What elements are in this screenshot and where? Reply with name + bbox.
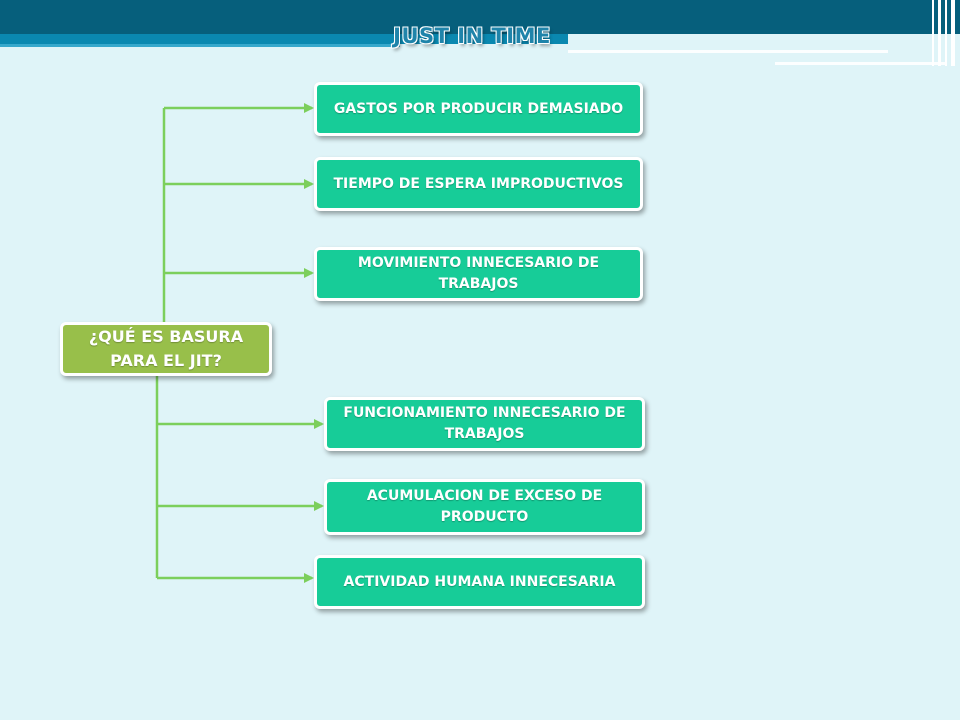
leaf-node-label: ACTIVIDAD HUMANA INNECESARIA — [343, 573, 616, 590]
decorative-rule — [775, 62, 945, 65]
leaf-node-label: MOVIMIENTO INNECESARIO DE TRABAJOS — [357, 255, 600, 292]
leaf-node-actividad: ACTIVIDAD HUMANA INNECESARIA — [314, 555, 645, 609]
decorative-rule — [568, 50, 888, 53]
leaf-node-acumulacion: ACUMULACION DE EXCESO DE PRODUCTO — [324, 479, 645, 535]
leaf-node-label: GASTOS POR PRODUCIR DEMASIADO — [333, 100, 624, 117]
leaf-node-label: FUNCIONAMIENTO INNECESARIO DE TRABAJOS — [343, 405, 626, 442]
leaf-node-label: TIEMPO DE ESPERA IMPRODUCTIVOS — [333, 175, 624, 192]
page-title: JUST IN TIME — [393, 24, 551, 48]
header-stripe — [0, 34, 568, 44]
root-node-label: ¿QUÉ ES BASURA PARA EL JIT? — [88, 327, 244, 370]
decorative-bars — [928, 0, 960, 66]
leaf-node-funcionamiento: FUNCIONAMIENTO INNECESARIO DE TRABAJOS — [324, 397, 645, 451]
root-node: ¿QUÉ ES BASURA PARA EL JIT? — [60, 322, 272, 376]
leaf-node-tiempo: TIEMPO DE ESPERA IMPRODUCTIVOS — [314, 157, 643, 211]
leaf-node-label: ACUMULACION DE EXCESO DE PRODUCTO — [366, 488, 603, 525]
leaf-node-movimiento: MOVIMIENTO INNECESARIO DE TRABAJOS — [314, 247, 643, 301]
header-bar — [0, 0, 960, 34]
header-stripe-light — [0, 44, 400, 47]
leaf-node-gastos: GASTOS POR PRODUCIR DEMASIADO — [314, 82, 643, 136]
